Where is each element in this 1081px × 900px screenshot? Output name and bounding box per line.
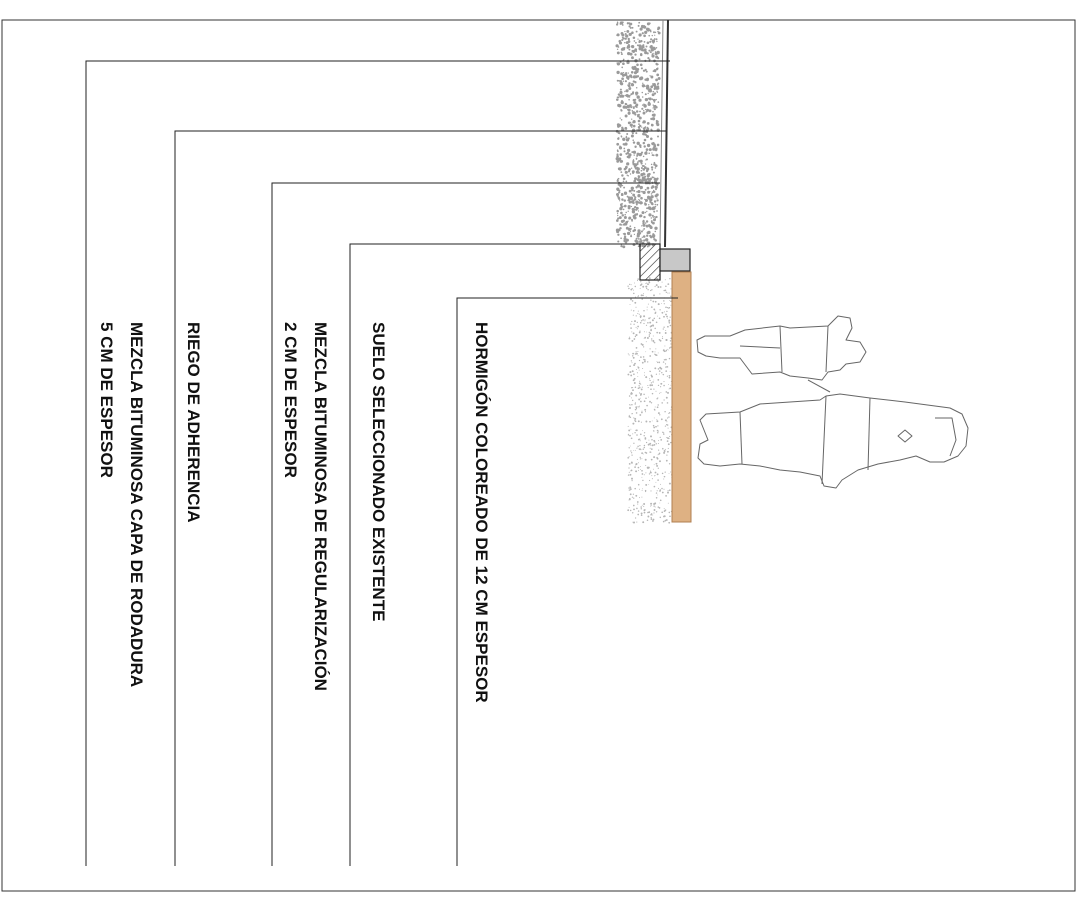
label-regularizacion-1: MEZCLA BITUMINOSA DE REGULARIZACIÓN	[311, 322, 330, 691]
curb-hatched	[639, 243, 661, 281]
drawing-frame	[1, 19, 1076, 892]
label-riego: RIEGO DE ADHERENCIA	[184, 322, 203, 523]
curb-block	[659, 248, 691, 272]
soil-layer-texture	[627, 277, 673, 524]
label-suelo: SUELO SELECCIONADO EXISTENTE	[369, 322, 388, 621]
leader-regularizacion	[271, 182, 660, 866]
child-figure-icon	[696, 315, 867, 381]
label-hormigon: HORMIGÓN COLOREADO DE 12 CM ESPESOR	[472, 322, 491, 703]
adult-figure-icon	[697, 393, 969, 489]
label-rodadura-1: MEZCLA BITUMINOSA CAPA DE RODADURA	[127, 322, 146, 687]
leader-riego	[174, 130, 666, 866]
asphalt-layer-texture	[615, 21, 661, 249]
asphalt-surface-line	[664, 19, 669, 248]
pedestrian-figures-icon	[696, 315, 969, 489]
label-rodadura-2: 5 CM DE ESPESOR	[97, 322, 116, 478]
asphalt-inner-line	[659, 19, 664, 248]
concrete-slab	[671, 271, 692, 523]
leader-suelo	[349, 243, 653, 866]
leader-rodadura	[85, 60, 670, 866]
label-regularizacion-2: 2 CM DE ESPESOR	[281, 322, 300, 478]
leader-hormigon	[456, 297, 678, 866]
